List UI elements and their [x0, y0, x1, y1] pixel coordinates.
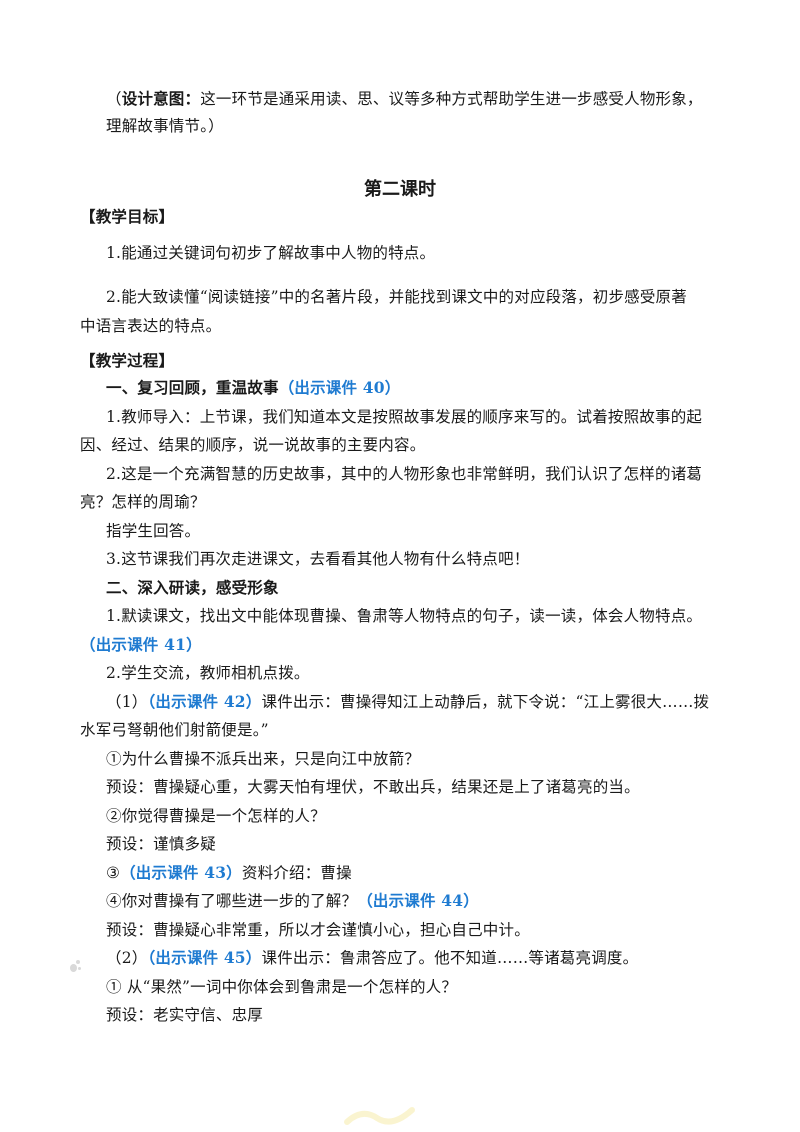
question-1: ①为什么曹操不派兵出来，只是向江中放箭？: [106, 750, 421, 768]
answer-5: 预设：老实守信、忠厚: [106, 1006, 264, 1024]
question-4-text: ④你对曹操有了哪些进一步的了解？: [106, 892, 358, 910]
section-1-title-line: 一、复习回顾，重温故事（出示课件 40）: [106, 377, 400, 399]
para-7-line-2: 水军弓弩朝他们射箭便是。”: [80, 721, 269, 739]
section-1-title: 一、复习回顾，重温故事: [106, 378, 279, 397]
para-3: 指学生回答。: [106, 522, 201, 540]
answer-1: 预设：曹操疑心重，大雾天怕有埋伏，不敢出兵，结果还是上了诸葛亮的当。: [106, 778, 640, 796]
question-3-text: 资料介绍：曹操: [241, 864, 352, 882]
courseware-ref-43: （出示课件 43）: [120, 863, 242, 882]
courseware-ref-40: （出示课件 40）: [278, 378, 401, 397]
design-intent-text: 这一环节是通采用读、思、议等多种方式帮助学生进一步感受人物形象，: [200, 90, 703, 108]
question-2: ②你觉得曹操是一个怎样的人？: [106, 807, 326, 825]
section-2-title: 二、深入研读，感受形象: [106, 578, 279, 597]
para-4: 3.这节课我们再次走进课文，去看看其他人物有什么特点吧！: [106, 550, 530, 568]
process-heading: 【教学过程】: [80, 351, 175, 370]
para-7-number: （1）: [106, 693, 148, 711]
question-3-number: ③: [106, 864, 121, 882]
design-intent-line-2: 理解故事情节。）: [106, 117, 224, 135]
goals-heading: 【教学目标】: [80, 207, 175, 226]
goal-item-1: 1.能通过关键词句初步了解故事中人物的特点。: [106, 244, 436, 262]
para-2-line-1: 2.这是一个充满智慧的历史故事，其中的人物形象也非常鲜明，我们认识了怎样的诸葛: [106, 465, 703, 483]
goal-item-2-line-1: 2.能大致读懂“阅读链接”中的名著片段，并能找到课文中的对应段落，初步感受原著: [106, 288, 687, 306]
courseware-ref-44: （出示课件 44）: [357, 891, 479, 910]
para-8-text: 课件出示：鲁肃答应了。他不知道……等诸葛亮调度。: [261, 949, 639, 967]
courseware-ref-41: （出示课件 41）: [80, 635, 202, 654]
courseware-ref-42: （出示课件 42）: [147, 692, 262, 711]
para-1-line-1: 1.教师导入：上节课，我们知道本文是按照故事发展的顺序来写的。试着按照故事的起: [106, 408, 703, 426]
para-5: 1.默读课文，找出文中能体现曹操、鲁肃等人物特点的句子，读一读，体会人物特点。: [106, 607, 703, 625]
para-7-line-1: （1）（出示课件 42）课件出示：曹操得知江上动静后，就下令说：“江上雾很大………: [106, 691, 709, 713]
goal-item-2-line-2: 中语言表达的特点。: [80, 317, 222, 335]
design-intent-label: 设计意图：: [121, 89, 201, 108]
para-2-line-2: 亮？怎样的周瑜？: [80, 493, 206, 511]
para-1-line-2: 因、经过、结果的顺序，说一说故事的主要内容。: [80, 436, 426, 454]
answer-4: 预设：曹操疑心非常重，所以才会谨慎小心，担心自己中计。: [106, 921, 530, 939]
para-8: （2）（出示课件 45）课件出示：鲁肃答应了。他不知道……等诸葛亮调度。: [106, 947, 638, 969]
question-5: ① 从“果然”一词中你体会到鲁肃是一个怎样的人？: [106, 978, 458, 996]
question-3: ③（出示课件 43）资料介绍：曹操: [106, 862, 352, 884]
courseware-ref-45: （出示课件 45）: [147, 948, 262, 967]
answer-2: 预设：谨慎多疑: [106, 835, 216, 853]
para-6: 2.学生交流，教师相机点拨。: [106, 664, 310, 682]
ink-smudge-icon: [68, 958, 82, 974]
design-intent-line-1: （设计意图：这一环节是通采用读、思、议等多种方式帮助学生进一步感受人物形象，: [106, 88, 703, 110]
question-4: ④你对曹操有了哪些进一步的了解？（出示课件 44）: [106, 890, 479, 912]
watermark-smudge-icon: [344, 1107, 415, 1125]
para-8-number: （2）: [106, 949, 148, 967]
open-paren: （: [106, 90, 122, 108]
lesson-title: 第二课时: [364, 179, 436, 200]
para-7-text: 课件出示：曹操得知江上动静后，就下令说：“江上雾很大……拨: [261, 693, 710, 711]
